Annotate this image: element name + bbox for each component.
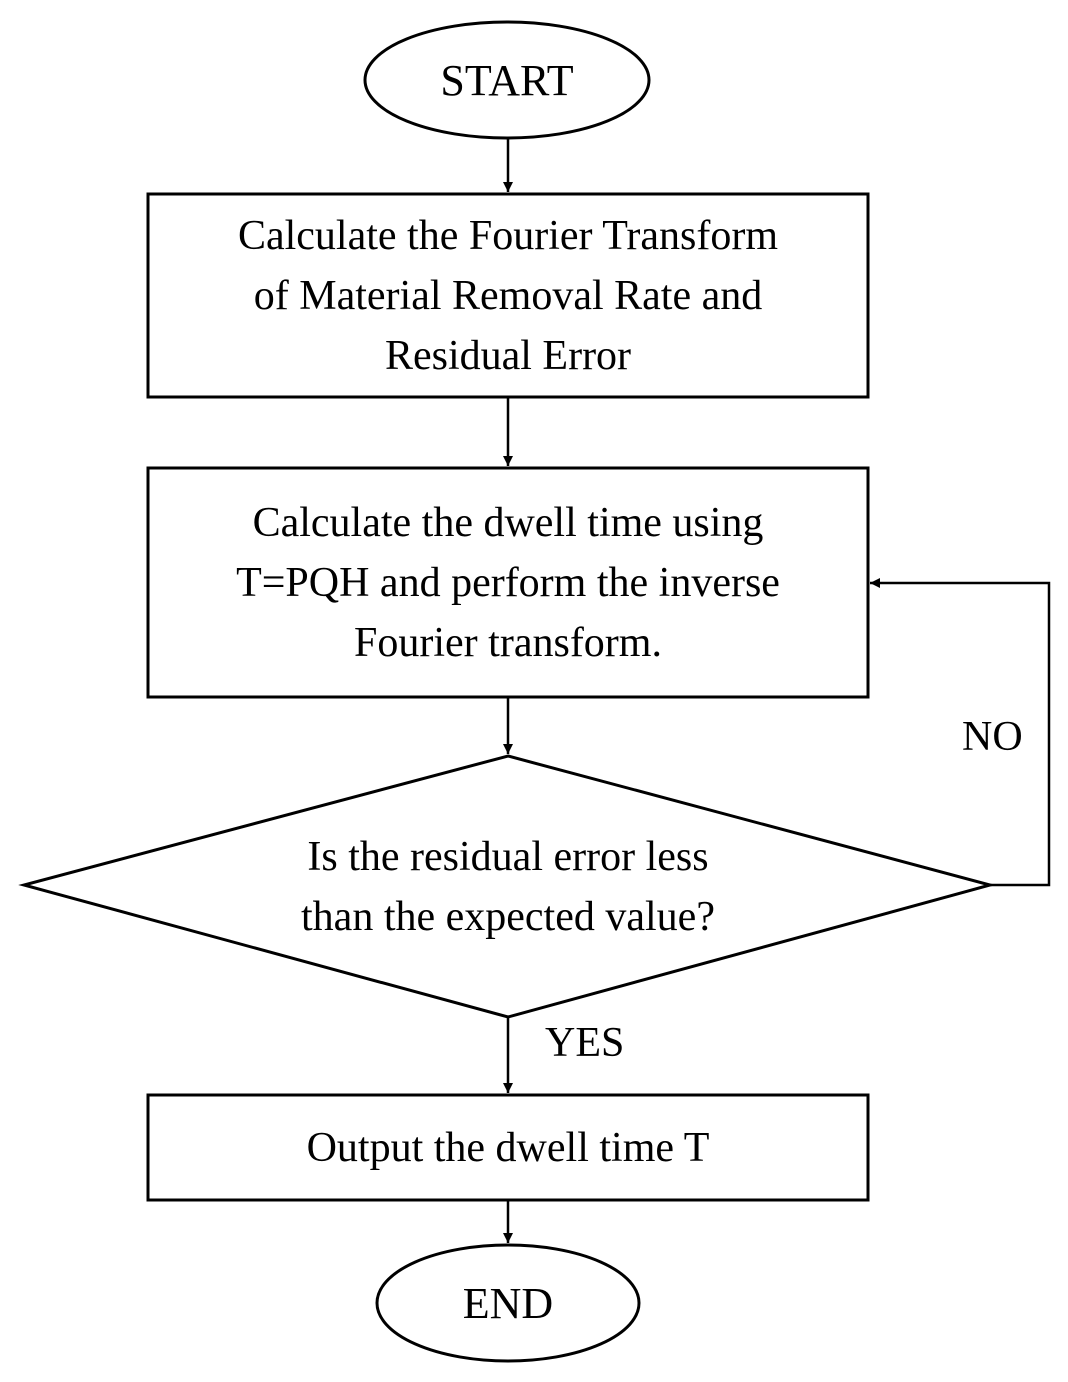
arrow-no-loop-back: [870, 578, 1051, 887]
output-label: Output the dwell time T: [306, 1124, 710, 1171]
output-process-box: [146, 1093, 870, 1202]
end-terminal-shape: [375, 1243, 641, 1363]
no-branch-label: NO: [962, 714, 1023, 760]
step1-text: Calculate the Fourier Transform of Mater…: [150, 196, 866, 395]
start-label-text: START: [440, 55, 574, 105]
step1-line-1: Calculate the Fourier Transform: [237, 212, 779, 259]
step2-text: Calculate the dwell time using T=PQH and…: [150, 470, 866, 695]
start-label: START: [365, 22, 649, 138]
decision-line-2: than the expected value?: [301, 894, 715, 940]
step1-line-2: of Material Removal Rate and: [253, 272, 763, 319]
step2-line-2: T=PQH and perform the inverse: [236, 559, 780, 606]
decision-line-1: Is the residual error less: [307, 834, 709, 880]
step2-line-1: Calculate the dwell time using: [252, 499, 764, 546]
step1-line-3: Residual Error: [384, 332, 632, 379]
output-text: Output the dwell time T: [150, 1097, 866, 1198]
yes-branch-label: YES: [545, 1020, 625, 1066]
end-label: END: [377, 1245, 639, 1361]
step2-line-3: Fourier transform.: [354, 619, 662, 666]
step1-process-box: [146, 192, 870, 399]
decision-text: Is the residual error less than the expe…: [200, 826, 816, 948]
end-label-text: END: [462, 1278, 554, 1328]
step2-process-box: [146, 466, 870, 699]
